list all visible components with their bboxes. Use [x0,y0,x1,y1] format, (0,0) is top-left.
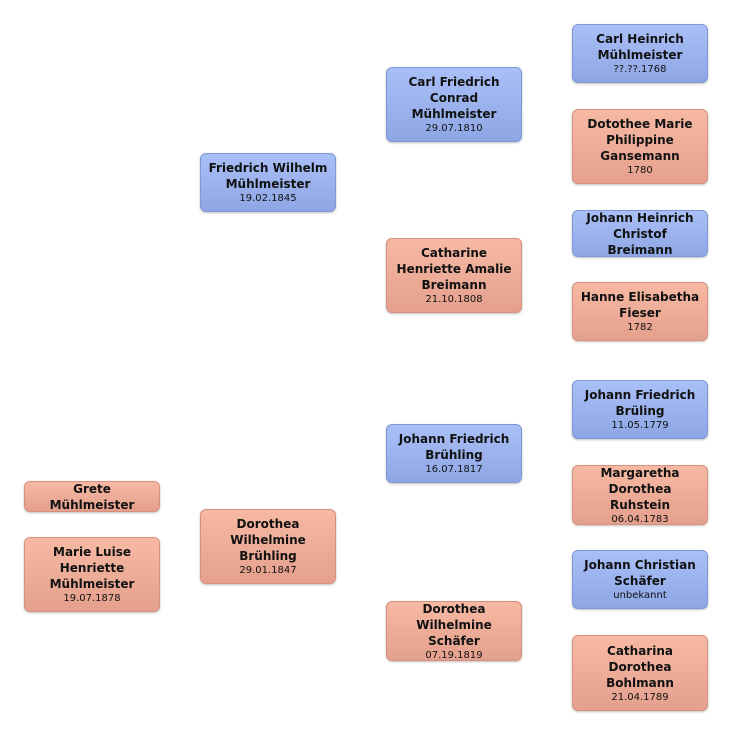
person-name: Dorothea Wilhelmine Brühling [230,517,306,563]
person-grete-muehlmeister[interactable]: Grete Mühlmeister [24,481,160,512]
person-friedrich-wilhelm[interactable]: Friedrich Wilhelm Mühlmeister 19.02.1845 [200,153,336,212]
person-carl-heinrich[interactable]: Carl Heinrich Mühlmeister ??.??.1768 [572,24,708,83]
person-dorothea-wilhelmine-schaefer[interactable]: Dorothea Wilhelmine Schäfer 07.19.1819 [386,601,522,661]
person-marie-luise[interactable]: Marie Luise Henriette Mühlmeister 19.07.… [24,537,160,612]
person-johann-friedrich-bruehling[interactable]: Johann Friedrich Brühling 16.07.1817 [386,424,522,483]
person-name: Johann Christian Schäfer [584,558,696,588]
person-name: Catharine Henriette Amalie Breimann [396,246,512,292]
person-catharina-dorothea[interactable]: Catharina Dorothea Bohlmann 21.04.1789 [572,635,708,711]
person-date: unbekannt [613,590,667,601]
person-name: Johann Friedrich Brüling [584,388,696,418]
person-date: 19.02.1845 [239,193,297,204]
person-dotothee-marie[interactable]: Dotothee Marie Philippine Gansemann 1780 [572,109,708,184]
person-name: Grete Mühlmeister [49,481,135,512]
person-hanne-elisabetha[interactable]: Hanne Elisabetha Fieser 1782 [572,282,708,341]
person-date: 06.04.1783 [611,513,669,525]
person-margaretha-dorothea[interactable]: Margaretha Dorothea Ruhstein 06.04.1783 [572,465,708,525]
person-johann-friedrich-brueling[interactable]: Johann Friedrich Brüling 11.05.1779 [572,380,708,439]
person-date: 19.07.1878 [63,593,121,604]
person-johann-heinrich-christof[interactable]: Johann Heinrich Christof Breimann [572,210,708,257]
person-name: Catharina Dorothea Bohlmann [606,643,674,690]
person-date: 16.07.1817 [425,464,483,475]
person-name: Friedrich Wilhelm Mühlmeister [208,161,328,191]
person-date: 21.04.1789 [611,691,669,703]
person-name: Johann Friedrich Brühling [398,432,510,462]
person-name: Margaretha Dorothea Ruhstein [600,465,680,512]
person-carl-friedrich-conrad[interactable]: Carl Friedrich Conrad Mühlmeister 29.07.… [386,67,522,142]
person-date: 11.05.1779 [611,420,669,431]
person-date: ??.??.1768 [613,64,667,75]
person-name: Carl Heinrich Mühlmeister [596,32,684,62]
person-catharine-henriette[interactable]: Catharine Henriette Amalie Breimann 21.1… [386,238,522,313]
person-name: Johann Heinrich Christof Breimann [586,210,694,257]
person-dorothea-wilhelmine-bruehling[interactable]: Dorothea Wilhelmine Brühling 29.01.1847 [200,509,336,584]
person-name: Dorothea Wilhelmine Schäfer [416,601,492,648]
person-name: Carl Friedrich Conrad Mühlmeister [408,75,500,121]
person-date: 1780 [627,165,653,176]
person-name: Hanne Elisabetha Fieser [580,290,700,320]
person-date: 1782 [627,322,653,333]
person-date: 29.07.1810 [425,123,483,134]
person-date: 07.19.1819 [425,649,483,661]
person-date: 21.10.1808 [425,294,483,305]
person-johann-christian[interactable]: Johann Christian Schäfer unbekannt [572,550,708,609]
person-name: Marie Luise Henriette Mühlmeister [49,545,135,591]
person-date: 29.01.1847 [239,565,297,576]
person-name: Dotothee Marie Philippine Gansemann [587,117,693,163]
